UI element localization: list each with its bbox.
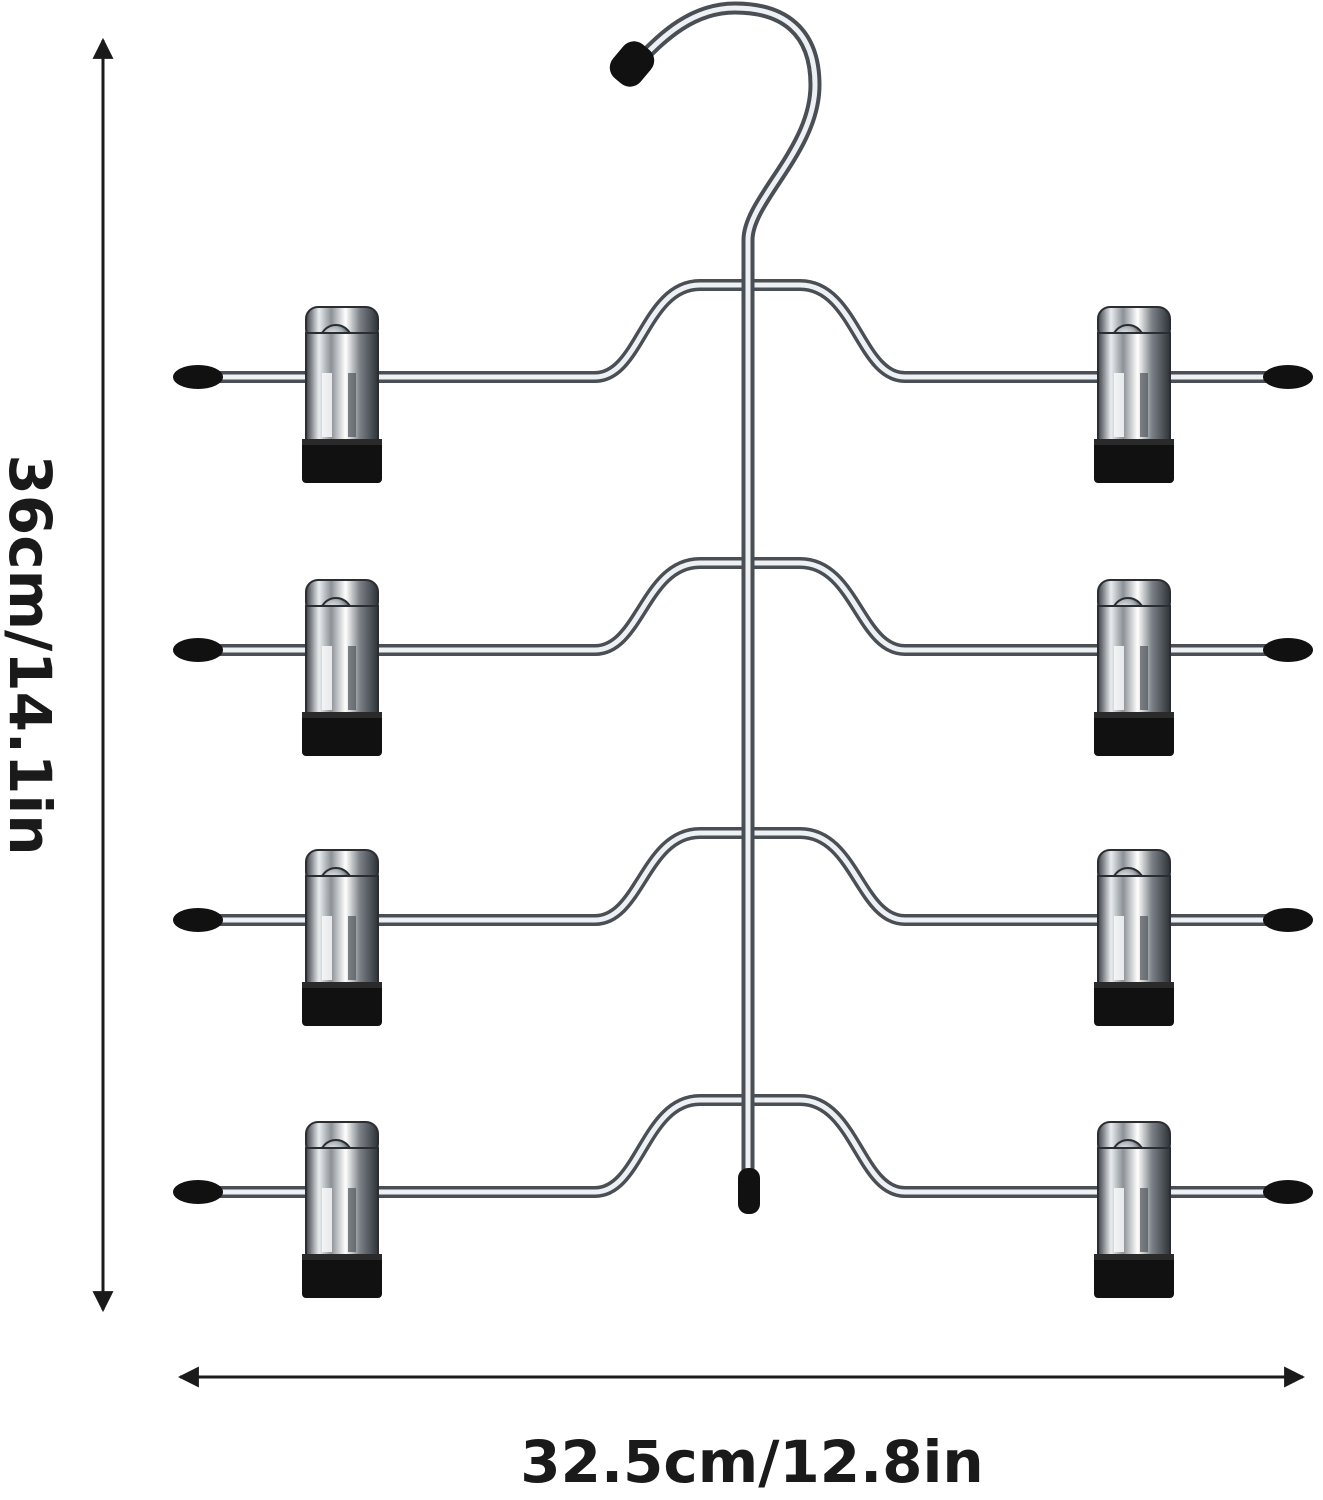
rubber-end-cap-icon [173,1180,223,1204]
hook-tip-cap-icon [609,41,655,87]
pants-clip-icon [1093,579,1175,757]
rod-end-cap-icon [738,1168,760,1214]
pants-clip-icon [301,579,383,757]
rubber-end-cap-icon [1263,908,1313,932]
width-dimension-label: 32.5cm/12.8in [520,1428,983,1496]
rubber-end-cap-icon [1263,1180,1313,1204]
pants-clip-icon [1093,306,1175,484]
hanger [173,1,1313,1299]
pants-clip-icon [301,849,383,1027]
rubber-end-cap-icon [1263,638,1313,662]
rubber-end-cap-icon [173,365,223,389]
pants-clip-icon [301,306,383,484]
rubber-end-cap-icon [1263,365,1313,389]
hanger-hook-icon [609,1,822,1214]
pants-clip-icon [1093,1121,1175,1299]
pants-clip-icon [1093,849,1175,1027]
height-dimension-label: 36cm/14.1in [0,455,64,856]
pants-clip-icon [301,1121,383,1299]
rubber-end-cap-icon [173,638,223,662]
rubber-end-cap-icon [173,908,223,932]
